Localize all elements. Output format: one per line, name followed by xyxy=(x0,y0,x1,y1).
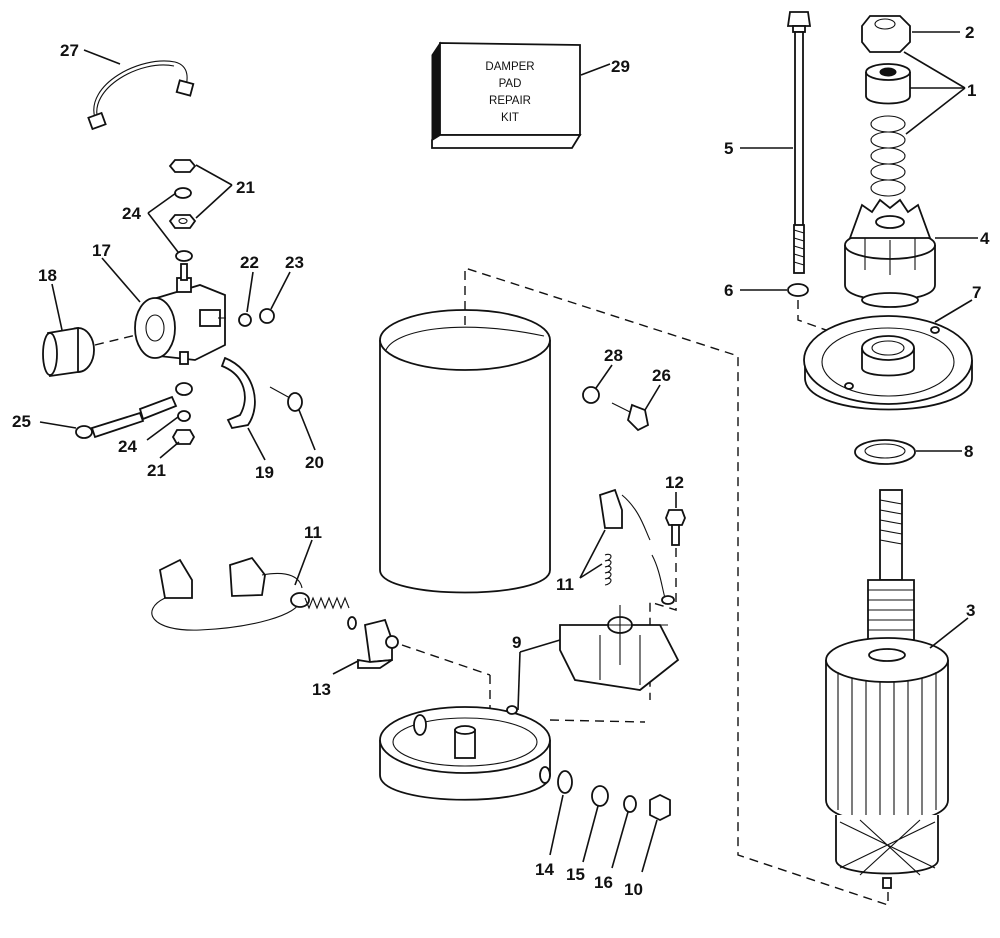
callout-25: 25 xyxy=(12,412,31,431)
callout-1: 1 xyxy=(967,81,976,100)
callout-6: 6 xyxy=(724,281,733,300)
callout-5: 5 xyxy=(724,139,733,158)
callout-20: 20 xyxy=(305,453,324,472)
leader-29 xyxy=(580,63,611,76)
callout-21-bottom: 21 xyxy=(147,461,166,480)
kit-label-line-4: KIT xyxy=(501,112,519,124)
part-22-washer xyxy=(238,313,252,327)
part-18-boot xyxy=(42,326,95,378)
callout-15: 15 xyxy=(566,865,585,884)
part-2-nut xyxy=(861,15,911,53)
solenoid-top-hardware xyxy=(168,159,197,262)
part-9-brush-holder xyxy=(559,605,680,691)
kit-label-line-1: DAMPER xyxy=(485,61,534,73)
callout-10: 10 xyxy=(624,880,643,899)
part-frame-housing xyxy=(379,309,551,594)
part-17-solenoid xyxy=(134,263,226,365)
assembly-guide-line-main xyxy=(464,267,889,906)
part-27-lead-wire xyxy=(87,60,195,131)
callout-13: 13 xyxy=(312,680,331,699)
callout-18: 18 xyxy=(38,266,57,285)
callout-2: 2 xyxy=(965,23,974,42)
part-1-stop-and-spring xyxy=(865,63,911,197)
callout-29: 29 xyxy=(611,57,630,76)
part-3-armature xyxy=(825,489,949,889)
part-12-screw xyxy=(665,509,686,546)
part-10-nut xyxy=(649,793,671,822)
callout-24-bottom: 24 xyxy=(118,437,137,456)
part-26-bolt xyxy=(611,402,650,432)
callout-11-right: 11 xyxy=(556,575,574,594)
part-7-drive-end-head xyxy=(803,315,973,411)
part-20-screw xyxy=(269,386,303,412)
callout-4: 4 xyxy=(980,229,990,248)
callout-26: 26 xyxy=(652,366,671,385)
part-11-brush-left xyxy=(151,556,357,631)
part-4-drive-pinion xyxy=(844,198,936,308)
callout-16: 16 xyxy=(594,873,613,892)
callout-23: 23 xyxy=(285,253,304,272)
part-13-bracket xyxy=(357,618,399,669)
callout-3: 3 xyxy=(966,601,975,620)
part-24-lower-washer xyxy=(177,410,191,422)
callout-7: 7 xyxy=(972,283,981,302)
callout-8: 8 xyxy=(964,442,973,461)
callout-19: 19 xyxy=(255,463,274,482)
kit-label-line-2: PAD xyxy=(499,78,522,90)
part-end-cap xyxy=(379,705,551,801)
leader-27 xyxy=(83,49,121,65)
part-11-brush-right xyxy=(598,488,675,605)
part-25-terminal-link xyxy=(75,382,193,439)
callout-27: 27 xyxy=(60,41,79,60)
part-15-washer xyxy=(591,785,609,807)
callout-24-top: 24 xyxy=(122,204,141,223)
part-16-lockwasher xyxy=(623,795,637,813)
callout-17: 17 xyxy=(92,241,111,260)
part-8-thrust-washer xyxy=(854,439,916,465)
callout-22: 22 xyxy=(240,253,259,272)
callout-12: 12 xyxy=(665,473,684,492)
callout-21-top: 21 xyxy=(236,178,255,197)
part-21-lower-nut xyxy=(171,429,196,445)
callout-11-left: 11 xyxy=(304,523,322,542)
callout-28: 28 xyxy=(604,346,623,365)
part-14-washer xyxy=(557,770,573,794)
part-19-bracket xyxy=(220,356,256,430)
callout-14: 14 xyxy=(535,860,554,879)
part-6-washer xyxy=(787,283,809,297)
kit-label-line-3: REPAIR xyxy=(489,95,531,107)
part-28-washer xyxy=(582,386,600,404)
part-5-through-bolt xyxy=(786,11,812,274)
part-29-damper-pad-repair-kit: DAMPER PAD REPAIR KIT xyxy=(431,41,582,149)
callout-9: 9 xyxy=(512,633,521,652)
part-23-nut xyxy=(259,308,275,324)
